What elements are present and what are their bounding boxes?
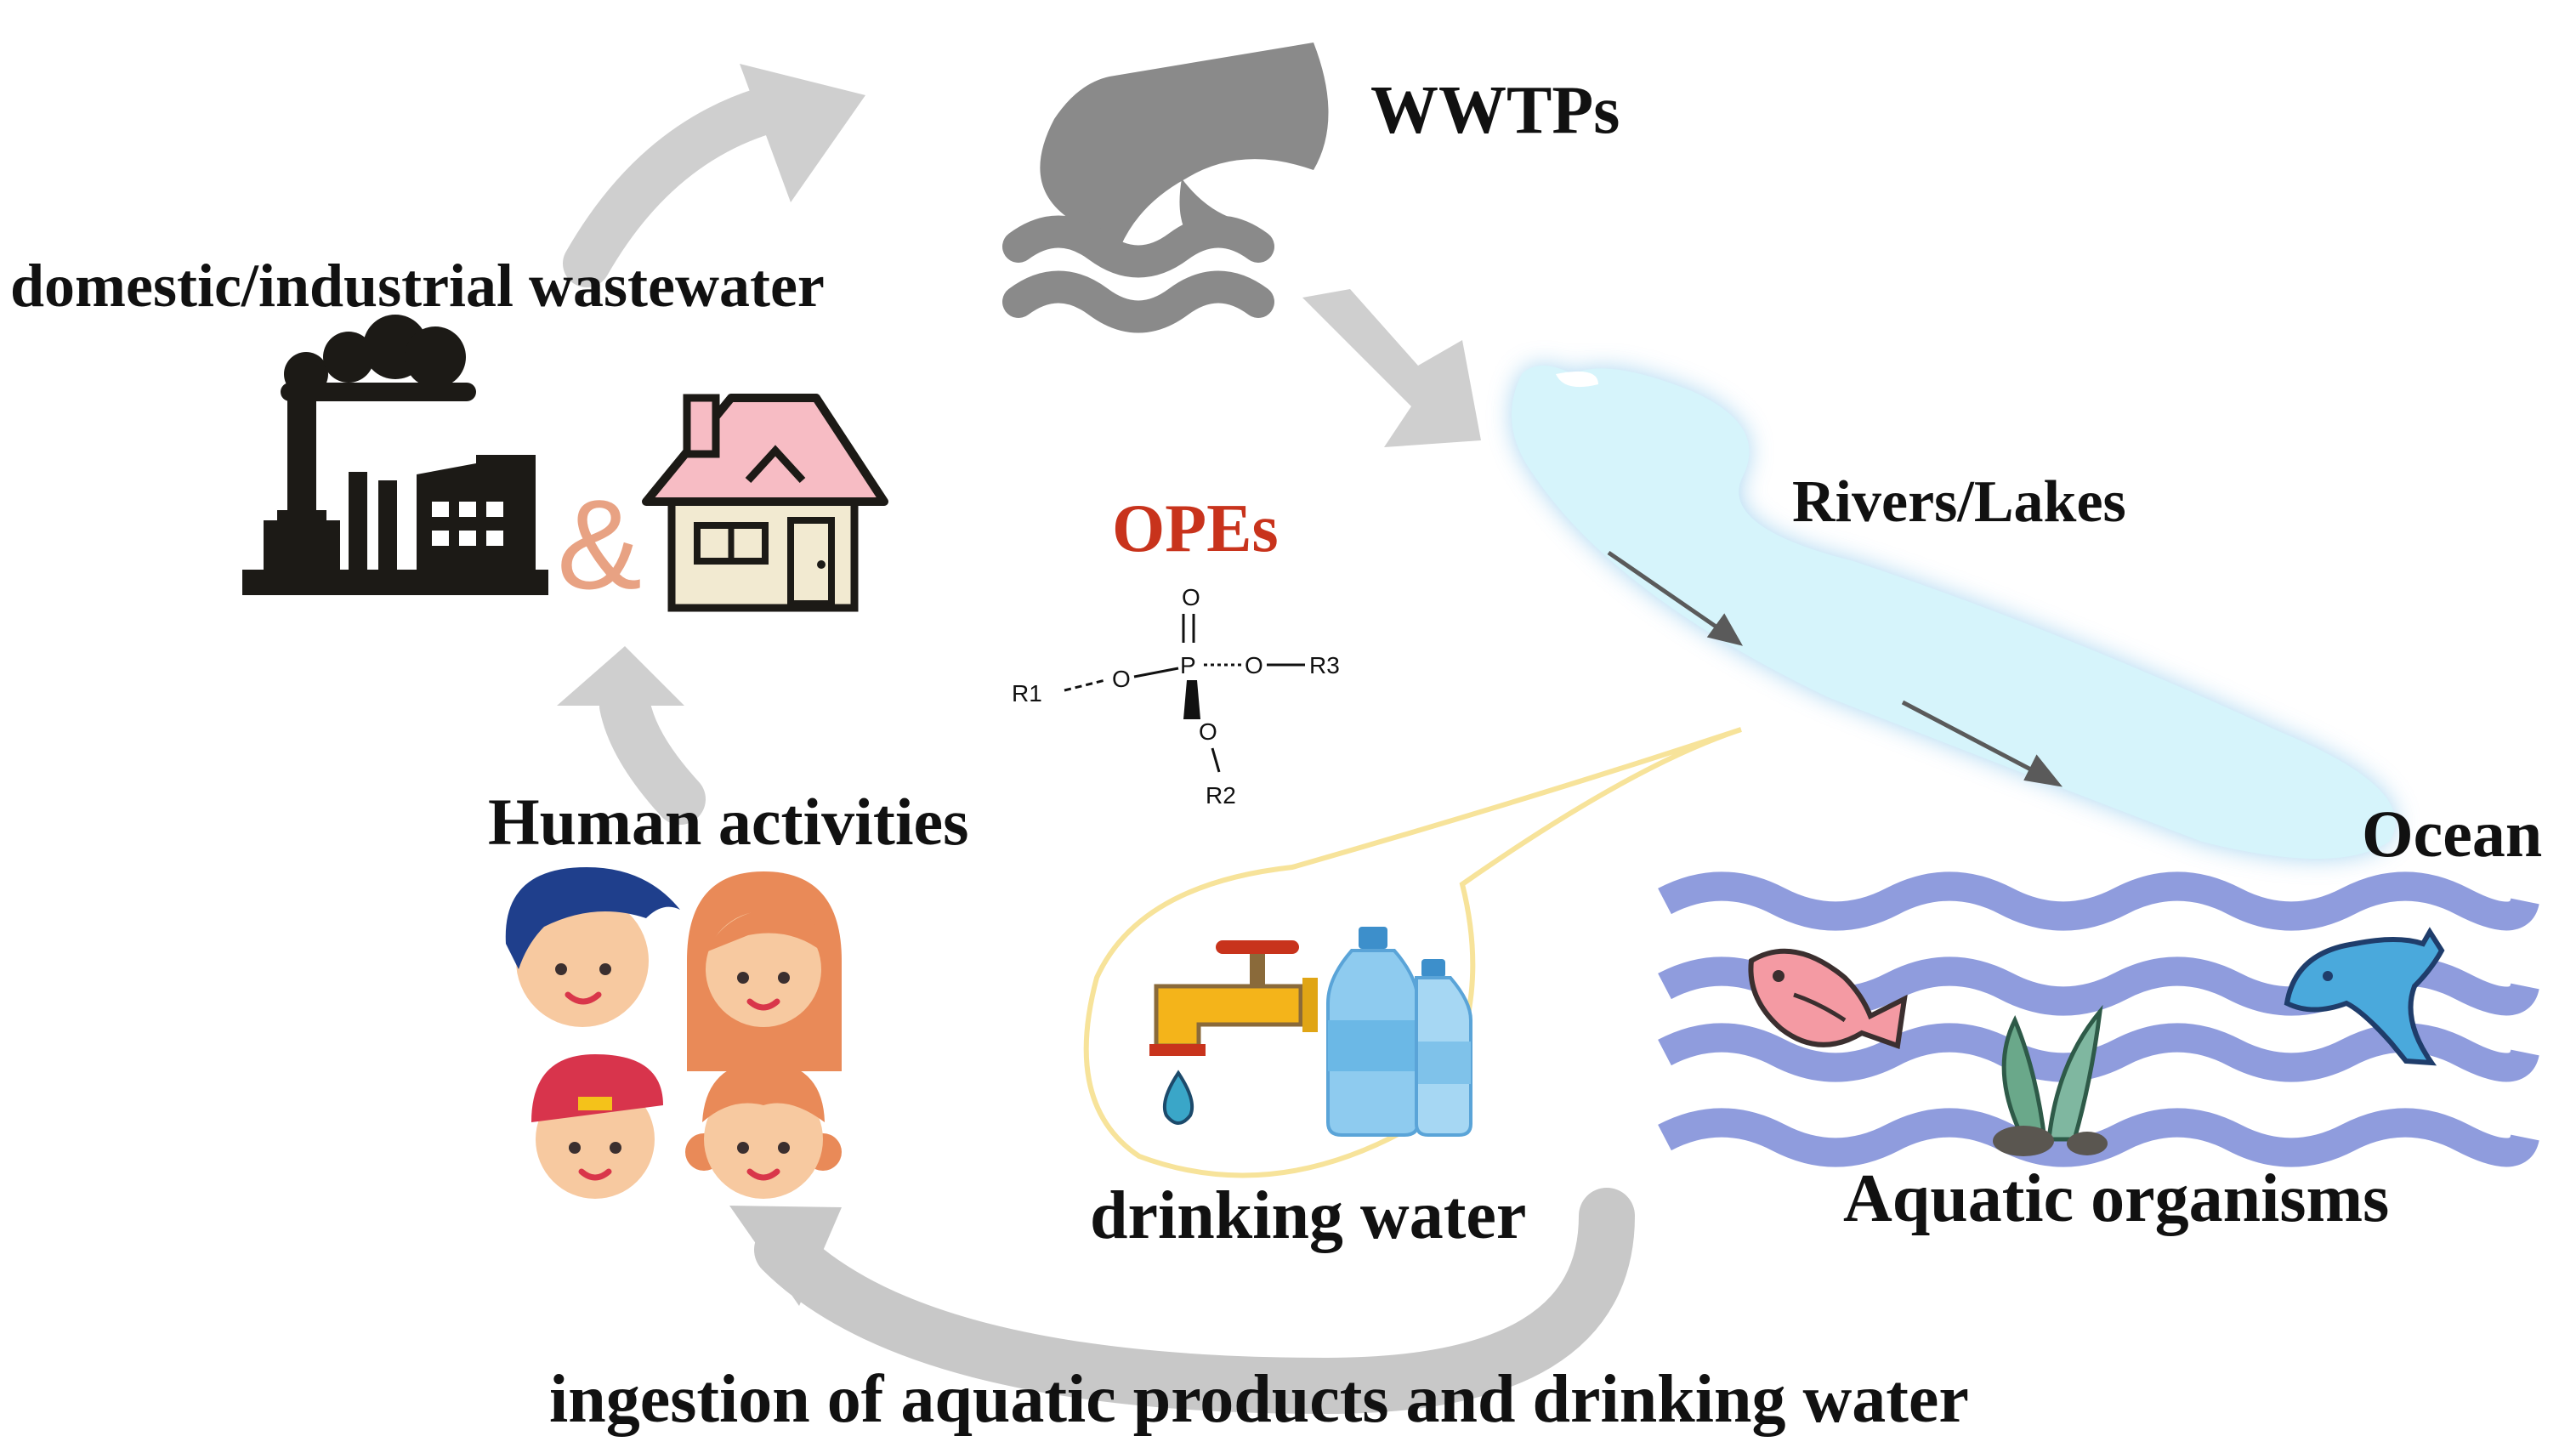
atom-o-left: O (1112, 666, 1131, 692)
atom-p: P (1180, 652, 1196, 678)
arrow-to-wwtps (563, 64, 865, 287)
factory-icon (242, 315, 548, 595)
fish-icon (1748, 948, 1908, 1050)
ampersand: & (557, 473, 643, 616)
dolphin-icon (2284, 927, 2445, 1066)
house-icon (642, 394, 888, 612)
atom-r2: R2 (1206, 782, 1236, 809)
label-ocean: Ocean (2362, 797, 2543, 871)
factory-windows (432, 502, 503, 546)
label-ingestion: ingestion of aquatic products and drinki… (549, 1362, 1969, 1437)
people-icon (505, 867, 842, 1199)
label-aquatic-organisms: Aquatic organisms (1843, 1161, 2390, 1236)
ope-molecule: O P O R3 R1 O O R2 (1012, 584, 1340, 809)
atom-r3: R3 (1309, 652, 1340, 678)
atom-o-top: O (1182, 584, 1200, 610)
arrow-to-factory (557, 646, 706, 825)
flow-direction-arrows (1607, 550, 2063, 787)
river-icon (1512, 366, 2396, 859)
atom-r1: R1 (1012, 680, 1042, 707)
label-rivers-lakes: Rivers/Lakes (1792, 469, 2126, 535)
drinking-water-callout (1083, 727, 1742, 1178)
seaweed-icon (1993, 1004, 2108, 1156)
label-opes: OPEs (1112, 491, 1279, 566)
arrow-ingestion (729, 1188, 1635, 1415)
label-human-activities: Human activities (488, 785, 969, 859)
atom-o-bottom: O (1199, 718, 1217, 745)
atom-o-right: O (1245, 652, 1263, 678)
bottles-icon (1326, 927, 1472, 1137)
water-waves-icon (1002, 215, 1274, 333)
faucet-icon (1149, 940, 1318, 1125)
pipe-outflow-icon (1040, 43, 1329, 247)
label-wwtps: WWTPs (1370, 73, 1620, 148)
label-drinking-water: drinking water (1090, 1178, 1527, 1253)
label-domestic-industrial-wastewater: domestic/industrial wastewater (10, 252, 825, 320)
arrow-to-rivers (1302, 289, 1481, 447)
